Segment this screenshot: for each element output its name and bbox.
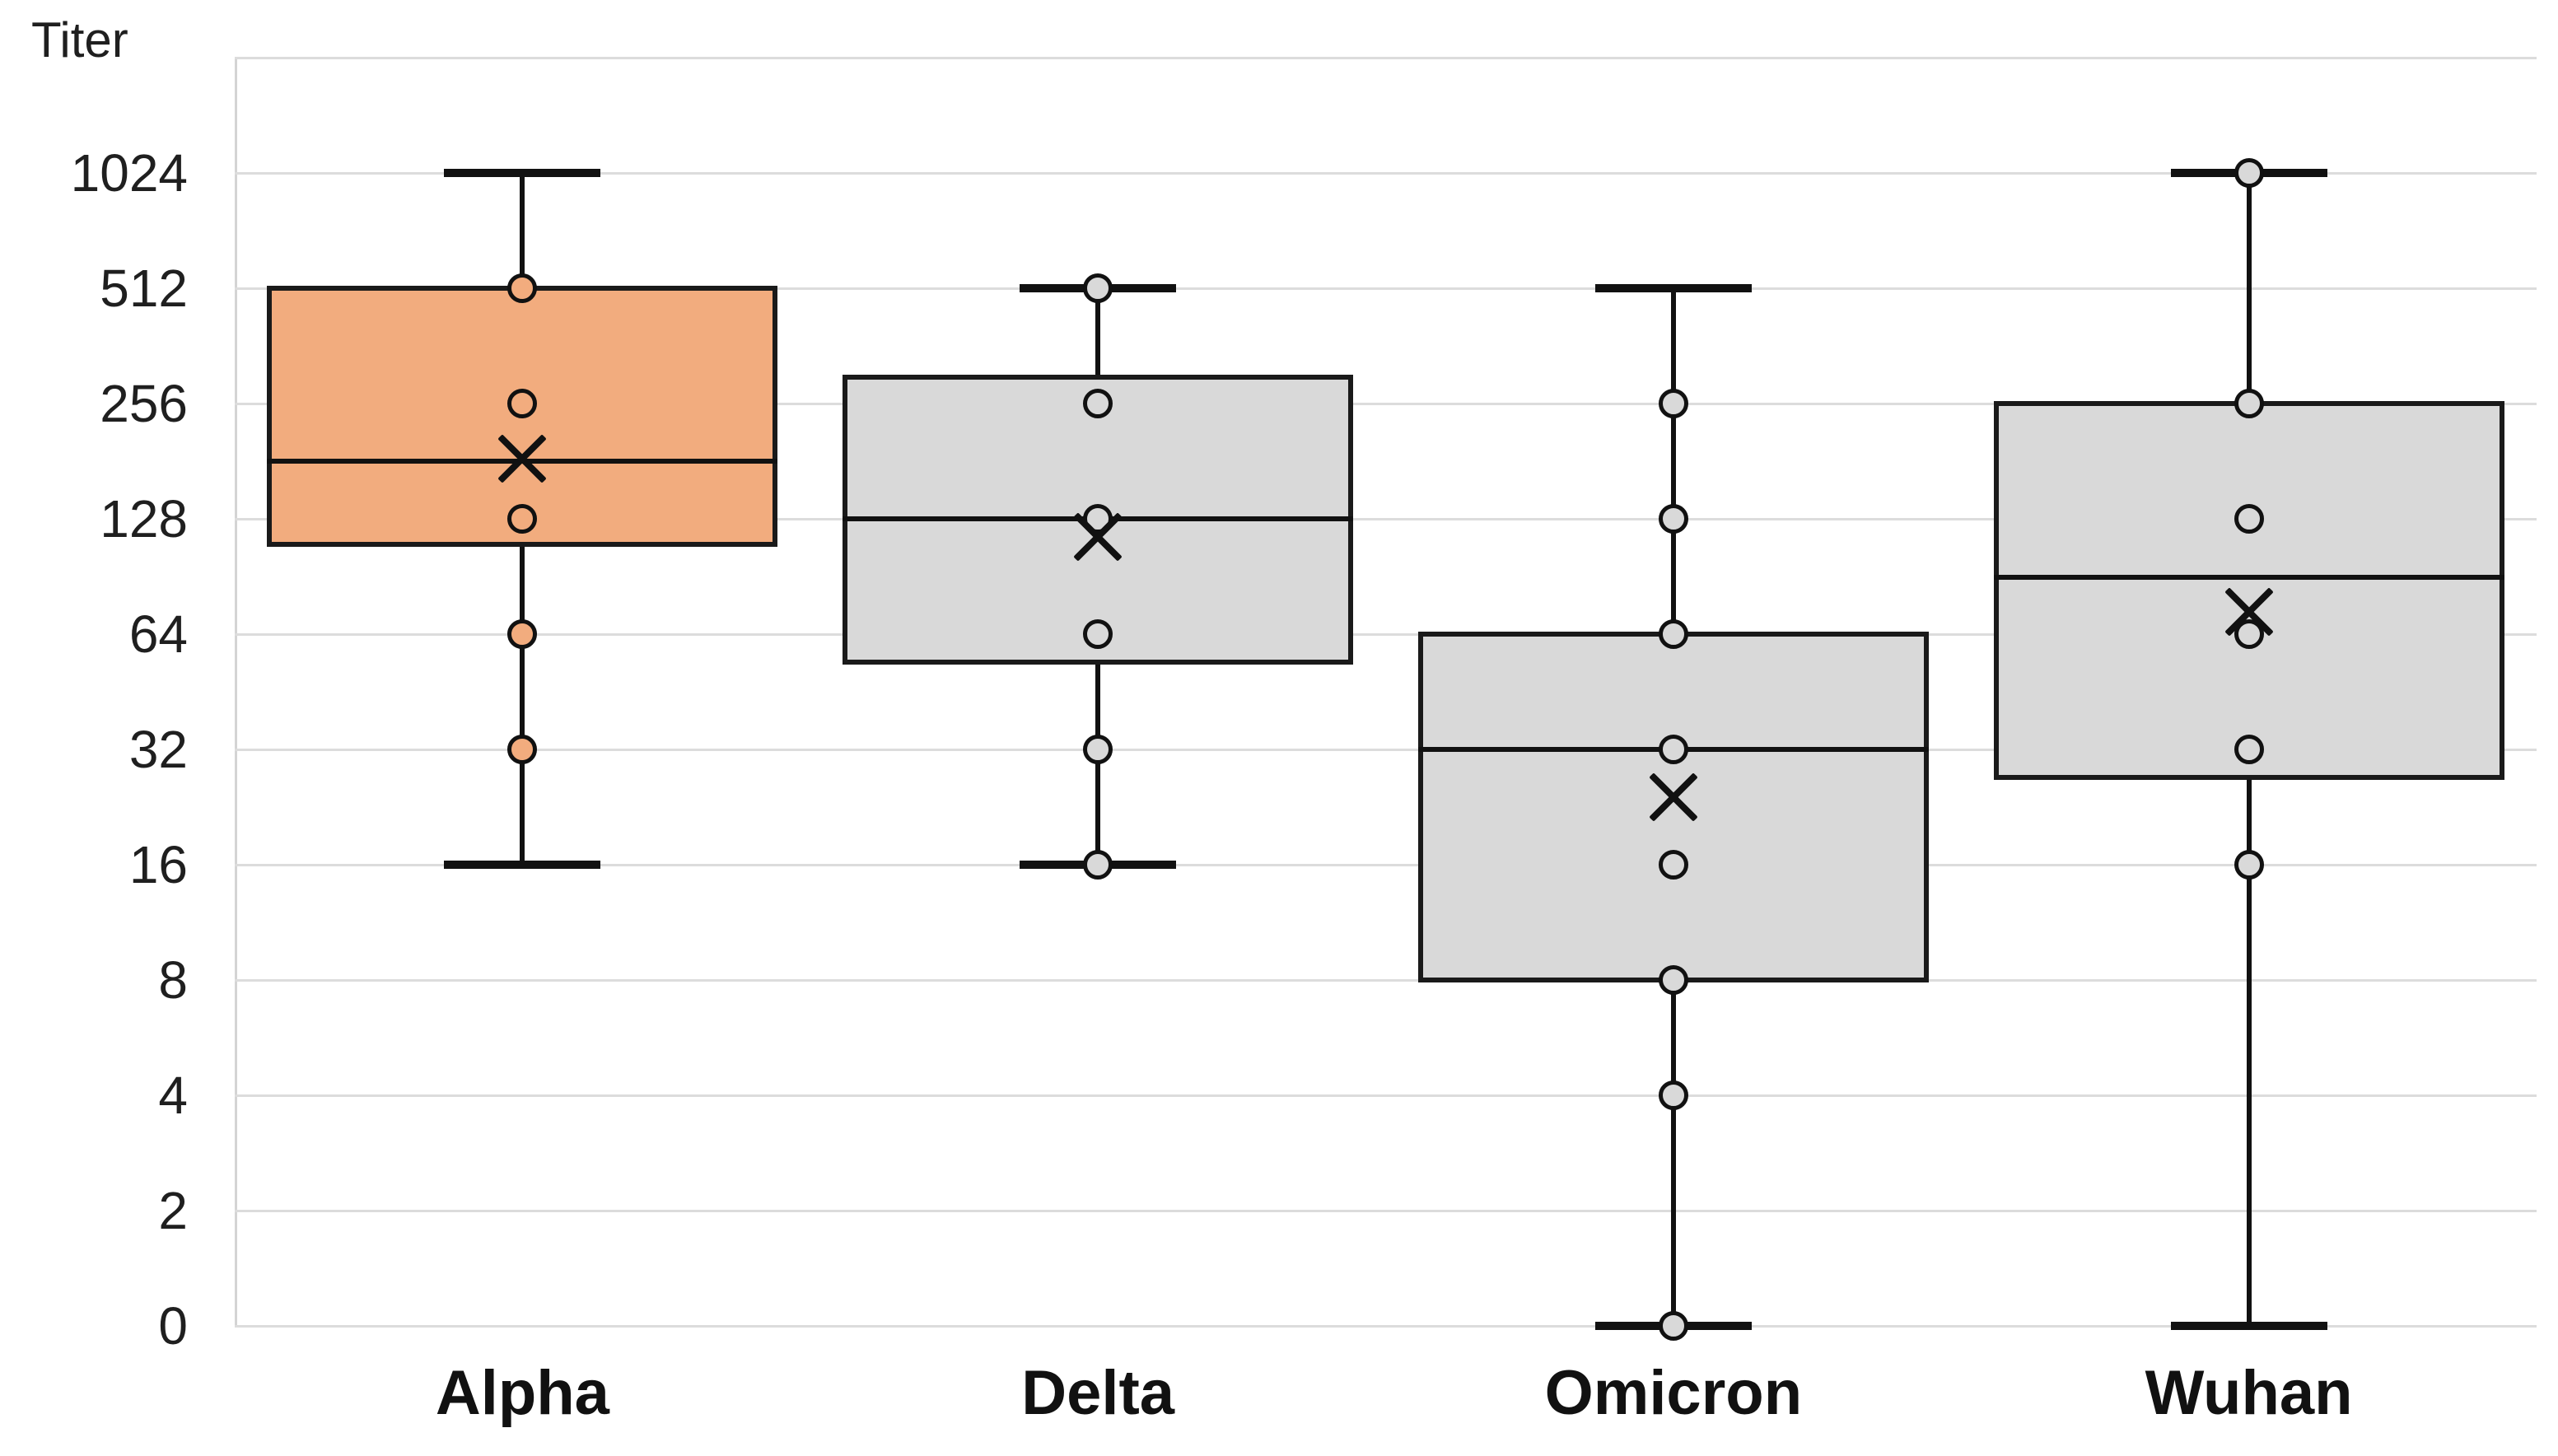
gridline [235,1209,2537,1212]
y-axis-line [235,58,237,1326]
data-point-circle [2234,850,2264,880]
data-point-circle [507,504,538,534]
y-tick-label: 128 [100,489,188,548]
gridline [235,748,2537,751]
data-point-circle [1658,850,1688,880]
y-tick-label: 32 [128,720,188,779]
y-tick-label: 1024 [70,143,188,203]
data-point-circle [2234,504,2264,534]
mean-x-marker [1066,505,1130,569]
gridline [235,517,2537,520]
data-point-circle [1083,619,1113,649]
data-point-circle [1083,273,1113,303]
y-tick-label: 0 [158,1296,188,1356]
y-tick-label: 16 [128,835,188,894]
gridline [235,287,2537,290]
data-point-circle [1658,1311,1688,1341]
gridline [235,1094,2537,1097]
gridline [235,632,2537,636]
box-omicron [1417,632,1929,982]
gridline [235,402,2537,405]
mean-x-marker [490,427,554,491]
y-tick-label: 512 [100,259,188,318]
data-point-circle [507,273,538,303]
median-line [1993,575,2504,581]
category-label-alpha: Alpha [435,1358,609,1428]
y-axis-title: Titer [31,12,128,68]
y-tick-label: 8 [158,950,188,1010]
data-point-circle [1658,1080,1688,1110]
data-point-circle [1658,504,1688,534]
plot-top-border [235,56,2537,59]
category-label-wuhan: Wuhan [2145,1358,2353,1428]
whisker-cap-bottom [2170,1322,2327,1330]
gridline [235,1324,2537,1328]
data-point-circle [2234,158,2264,188]
whisker-cap-top [444,169,601,177]
data-point-circle [1658,965,1688,995]
gridline [235,863,2537,866]
data-point-circle [507,619,538,649]
mean-x-marker [2217,580,2281,644]
whisker-cap-bottom [444,861,601,869]
data-point-circle [1083,850,1113,880]
mean-x-marker [1641,765,1706,829]
y-tick-label: 2 [158,1181,188,1240]
data-point-circle [1658,735,1688,764]
data-point-circle [507,389,538,418]
data-point-circle [1658,619,1688,649]
box-wuhan [1993,401,2504,781]
data-point-circle [2234,735,2264,764]
data-point-circle [2234,389,2264,418]
y-tick-label: 256 [100,374,188,433]
data-point-circle [507,735,538,764]
category-label-omicron: Omicron [1544,1358,1803,1428]
whisker-cap-top [1594,284,1752,292]
gridline [235,978,2537,982]
gridline [235,171,2537,175]
data-point-circle [1658,389,1688,418]
y-tick-label: 4 [158,1066,188,1125]
data-point-circle [1083,735,1113,764]
data-point-circle [1083,389,1113,418]
y-tick-label: 64 [128,604,188,664]
category-label-delta: Delta [1021,1358,1175,1428]
